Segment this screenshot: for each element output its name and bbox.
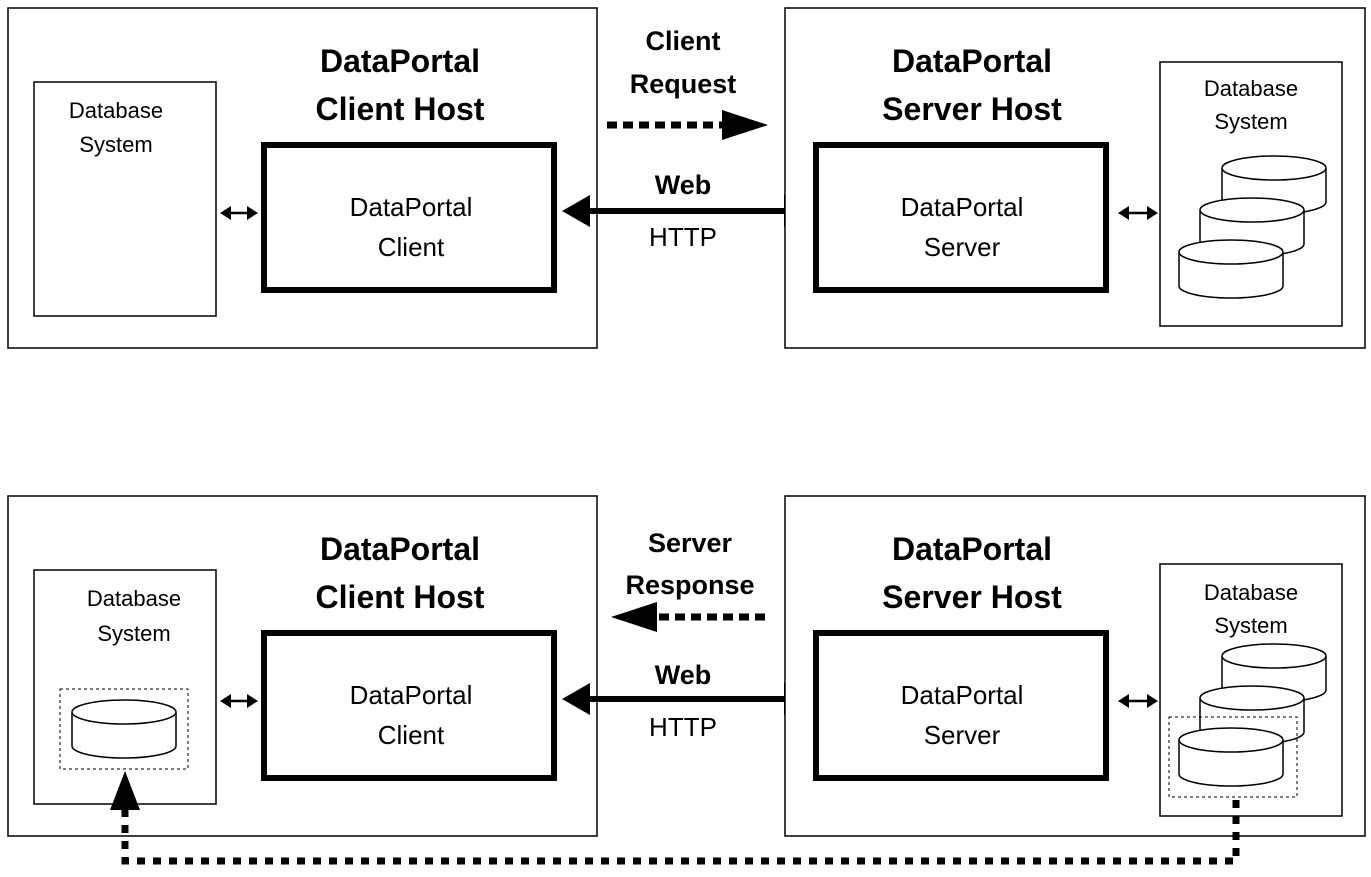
bottom-scenario: DataPortal Client Host Database System D… xyxy=(7,495,1366,865)
server-host-title: Server Host xyxy=(882,579,1062,615)
client-request-flow: Client Request xyxy=(607,26,768,140)
dataportal-client-label: Client xyxy=(378,232,445,262)
database-selection-box xyxy=(1168,716,1298,798)
link-label: Web xyxy=(655,170,712,200)
server-response-flow: Server Response xyxy=(611,528,765,632)
data-transfer-path xyxy=(110,771,1240,865)
top-scenario: DataPortal Client Host Database System D… xyxy=(7,7,1366,349)
client-host-title: DataPortal xyxy=(320,43,480,79)
dataportal-server-label: Server xyxy=(924,232,1001,262)
double-arrow-icon xyxy=(1118,694,1158,708)
link-protocol: HTTP xyxy=(649,222,717,252)
server-host-title: DataPortal xyxy=(892,43,1052,79)
database-system-box xyxy=(33,81,217,317)
dataportal-client-box xyxy=(261,630,557,781)
link-label: Web xyxy=(655,660,712,690)
arrow-left-icon xyxy=(562,683,590,715)
database-system-label: System xyxy=(1214,613,1287,638)
dataportal-server-label: DataPortal xyxy=(901,192,1024,222)
dataportal-client-box xyxy=(261,142,557,293)
database-system-label: System xyxy=(97,621,170,646)
arrow-left-icon xyxy=(562,195,590,227)
web-http-link: Web HTTP xyxy=(562,660,812,742)
server-host: DataPortal Server Host DataPortal Server… xyxy=(784,495,1366,837)
double-arrow-icon xyxy=(1118,206,1158,220)
dataportal-server-label: DataPortal xyxy=(901,680,1024,710)
database-system-label: Database xyxy=(1204,580,1298,605)
database-cylinder-icon xyxy=(71,699,177,759)
database-system-label: Database xyxy=(1204,76,1298,101)
database-system-label: System xyxy=(79,132,152,157)
server-host-title: DataPortal xyxy=(892,531,1052,567)
double-arrow-icon xyxy=(220,694,258,708)
client-host-title: DataPortal xyxy=(320,531,480,567)
flow-label: Request xyxy=(630,69,737,99)
link-protocol: HTTP xyxy=(649,712,717,742)
dataportal-client-label: DataPortal xyxy=(350,192,473,222)
client-host-title: Client Host xyxy=(316,91,485,127)
arrow-right-icon xyxy=(722,110,768,140)
database-system-label: System xyxy=(1214,109,1287,134)
server-host-title: Server Host xyxy=(882,91,1062,127)
dataportal-client-label: DataPortal xyxy=(350,680,473,710)
arrow-up-icon xyxy=(110,771,140,810)
flow-label: Client xyxy=(645,26,720,56)
database-selection-box xyxy=(59,688,189,770)
client-host-title: Client Host xyxy=(316,579,485,615)
database-cylinder-icon xyxy=(1178,239,1284,299)
dataportal-server-box xyxy=(813,142,1109,293)
client-host: DataPortal Client Host Database System D… xyxy=(7,495,598,837)
dataportal-client-label: Client xyxy=(378,720,445,750)
dataportal-server-box xyxy=(813,630,1109,781)
database-system-label: Database xyxy=(87,586,181,611)
flow-label: Server xyxy=(648,528,733,558)
dataportal-server-label: Server xyxy=(924,720,1001,750)
database-system-label: Database xyxy=(69,98,163,123)
server-host: DataPortal Server Host DataPortal Server… xyxy=(784,7,1366,349)
double-arrow-icon xyxy=(220,206,258,220)
arrow-left-icon xyxy=(611,602,657,632)
client-host: DataPortal Client Host Database System D… xyxy=(7,7,598,349)
database-system-box xyxy=(33,569,217,805)
web-http-link: Web HTTP xyxy=(562,170,812,252)
flow-label: Response xyxy=(625,570,754,600)
database-cylinder-icon xyxy=(1178,727,1284,787)
